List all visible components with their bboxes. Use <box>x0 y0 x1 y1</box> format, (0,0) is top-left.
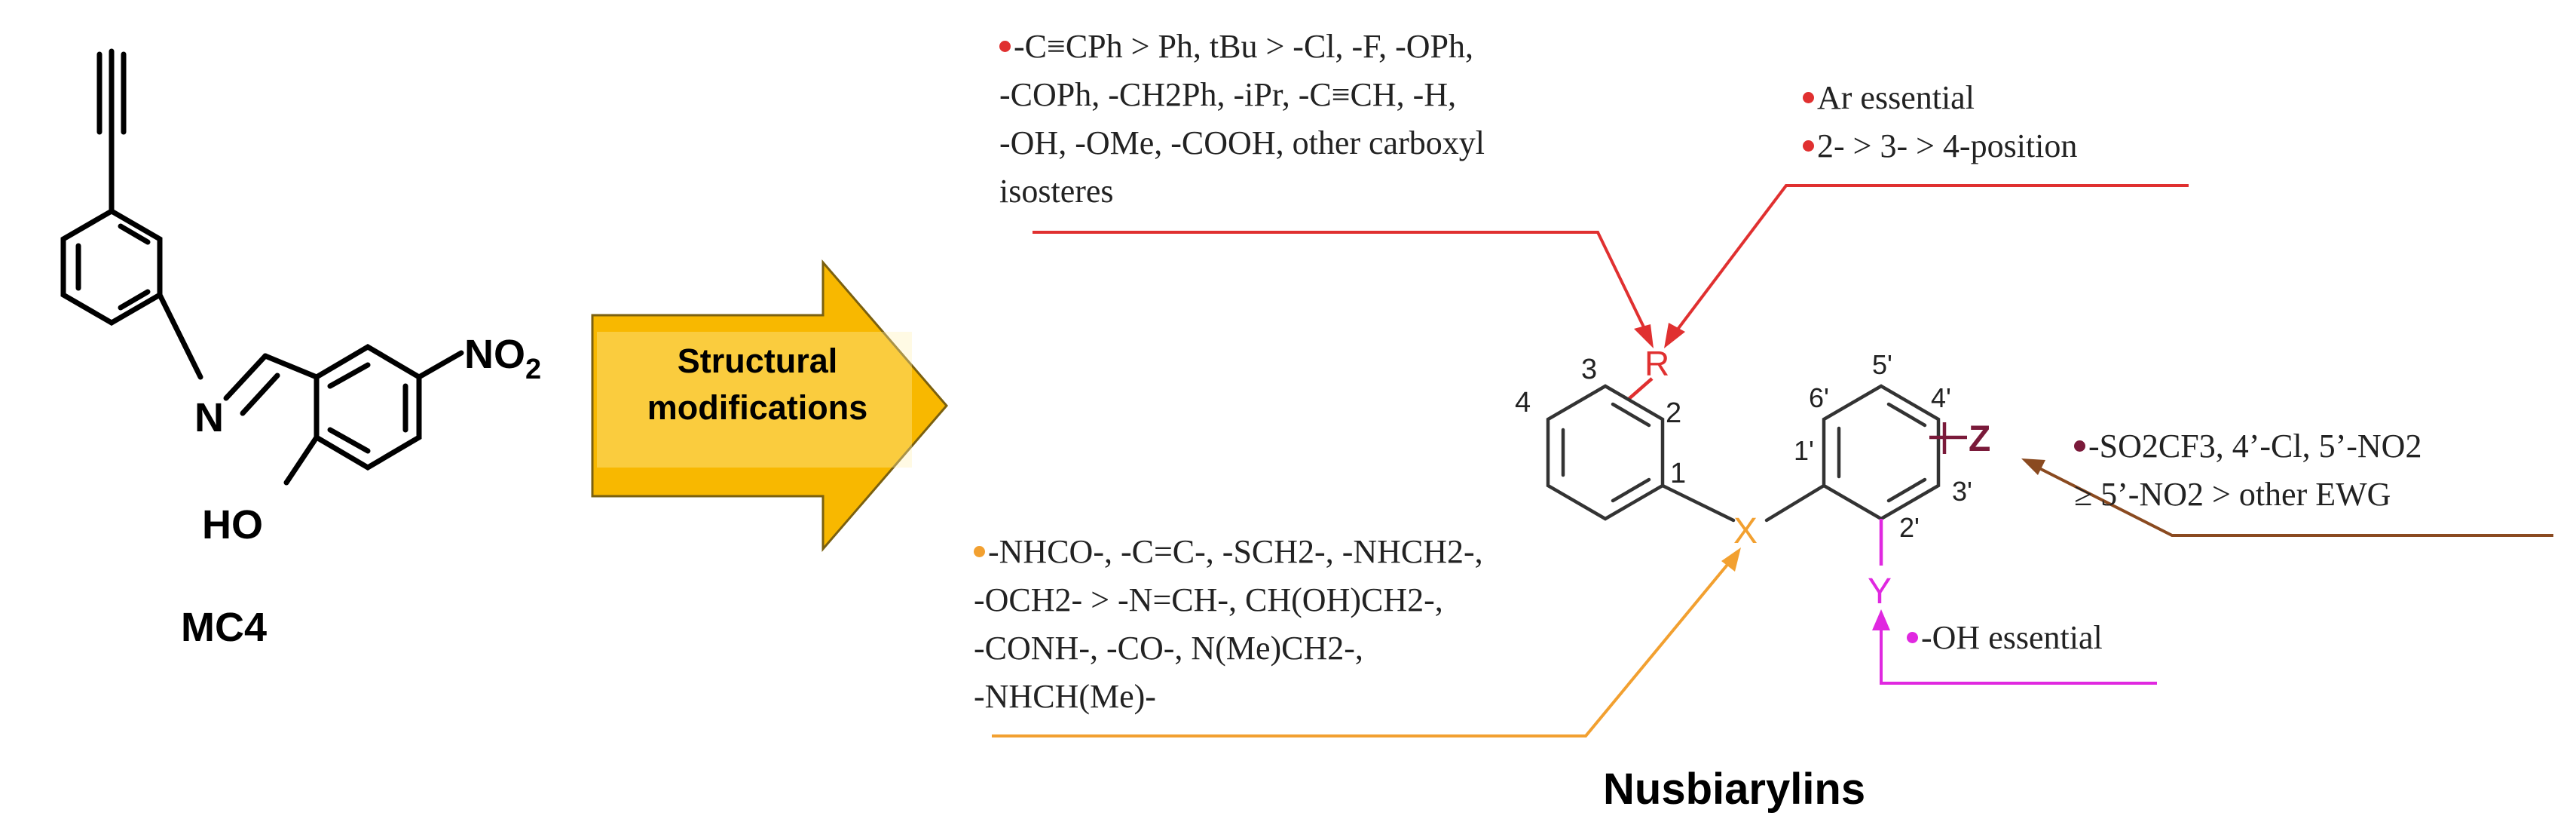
ring-a-pos-1: 1 <box>1670 458 1686 489</box>
x-bond-right <box>1764 483 1826 523</box>
sar-z-line1: -SO2CF3, 4’-Cl, 5’-NO2 <box>2074 422 2422 471</box>
oh-bond <box>283 434 320 486</box>
imine-bond-2 <box>240 373 280 416</box>
scaffold-title: Nusbiarylins <box>1603 765 1865 814</box>
nusbiaryl-scaffold: R 3 4 2 1 X 1' 6' 5' 4' 3' 2' <box>1515 344 1990 612</box>
sar-ar-line1: Ar essential <box>1803 74 2077 122</box>
ring-a-pos-3: 3 <box>1581 354 1597 385</box>
ring-b-pos-3: 3' <box>1952 476 1972 507</box>
mc4-ring-b <box>314 343 422 471</box>
ch-ring-bond <box>262 353 320 380</box>
callout-r-line <box>1033 231 1654 348</box>
ring-a-pos-2: 2 <box>1666 397 1681 429</box>
arrow-text-box <box>597 332 912 468</box>
sar-r-line3: -OH, -OMe, -COOH, other carboxyl <box>999 124 1485 161</box>
arrow-shape <box>591 259 948 553</box>
red-bullet-icon <box>999 41 1011 53</box>
sar-r-line4: isosteres <box>999 173 1114 210</box>
callout-x-line <box>992 547 1741 737</box>
red-bullet-icon <box>1803 92 1814 104</box>
sar-x-line2: -OCH2- > -N=CH-, CH(OH)CH2-, <box>974 581 1443 618</box>
alkyne-triple-bond <box>96 48 127 214</box>
molecule-label-mc4: MC4 <box>181 605 267 650</box>
ring-b-pos-6: 6' <box>1809 382 1829 413</box>
sar-x-line1: -NHCO-, -C=C-, -SCH2-, -NHCH2-, <box>974 528 1483 576</box>
arrow-label: Structural modifications <box>603 338 912 431</box>
sar-x-line4: -NHCH(Me)- <box>974 678 1156 715</box>
sar-y-block: -OH essential <box>1907 614 2103 662</box>
sar-r-line2: -COPh, -CH2Ph, -iPr, -C≡CH, -H, <box>999 76 1457 113</box>
sar-y-line1: -OH essential <box>1907 614 2103 662</box>
r-bond <box>1626 377 1654 401</box>
c-n-bond <box>157 292 203 380</box>
sar-z-line2: ≥ 5’-NO2 > other EWG <box>2074 476 2391 513</box>
orange-bullet-icon <box>974 546 985 558</box>
atom-no2: NO2 <box>464 332 541 385</box>
callout-y-line <box>1872 609 2157 685</box>
x-bond-left <box>1660 483 1736 523</box>
ring-b-pos-1: 1' <box>1794 435 1814 466</box>
mc4-structure: N NO2 HO MC4 <box>60 48 541 650</box>
transition-arrow <box>591 259 948 553</box>
arrow-label-line1: Structural <box>677 342 838 380</box>
ring-b-pos-4: 4' <box>1931 382 1951 413</box>
ring-b-pos-5: 5' <box>1872 349 1892 380</box>
substituent-r: R <box>1644 344 1669 383</box>
substituent-x: X <box>1733 511 1758 551</box>
atom-ho: HO <box>202 502 263 547</box>
no2-bond <box>416 350 464 380</box>
sar-ar-line2: 2- > 3- > 4-position <box>1803 122 2077 170</box>
scaffold-ring-b <box>1822 384 1941 521</box>
sar-x-block: -NHCO-, -C=C-, -SCH2-, -NHCH2-, -OCH2- >… <box>974 528 1483 721</box>
sar-x-line3: -CONH-, -CO-, N(Me)CH2-, <box>974 630 1363 667</box>
sar-ar-block: Ar essential 2- > 3- > 4-position <box>1803 74 2077 170</box>
mc4-ring-a <box>60 207 163 327</box>
callout-z-line <box>2021 458 2553 537</box>
sar-r-line1: -C≡CPh > Ph, tBu > -Cl, -F, -OPh, <box>999 23 1485 71</box>
magenta-bullet-icon <box>1907 632 1918 644</box>
substituent-z: Z <box>1969 419 1990 459</box>
arrow-label-line2: modifications <box>647 388 868 427</box>
substituent-y: Y <box>1868 572 1892 612</box>
imine-bond <box>223 353 268 401</box>
maroon-bullet-icon <box>2074 440 2085 452</box>
sar-z-block: -SO2CF3, 4’-Cl, 5’-NO2 ≥ 5’-NO2 > other … <box>2074 422 2422 519</box>
ring-a-pos-4: 4 <box>1515 387 1531 419</box>
scaffold-ring-a-main <box>1546 384 1665 521</box>
ring-b-pos-2: 2' <box>1899 512 1920 543</box>
callout-ar-line <box>1664 184 2189 348</box>
atom-n: N <box>194 395 224 440</box>
sar-r-block: -C≡CPh > Ph, tBu > -Cl, -F, -OPh, -COPh,… <box>999 23 1485 216</box>
red-bullet-icon <box>1803 140 1814 152</box>
